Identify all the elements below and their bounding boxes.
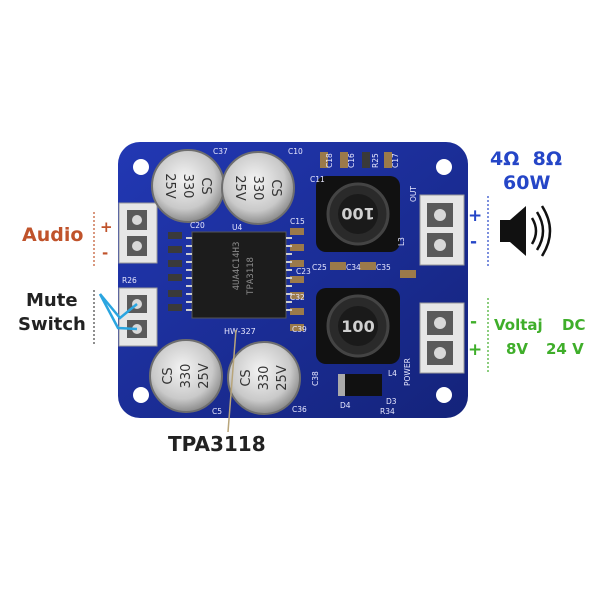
supply-plus-sign: + [468, 340, 483, 360]
silk-c5: C5 [212, 407, 222, 416]
cap-tl-l1: CS [198, 177, 213, 194]
output-minus-sign: - [470, 232, 478, 252]
audio-plus-sign: + [100, 218, 113, 236]
cap-bl-l3: 25V [197, 363, 212, 389]
silk-d3: D3 [386, 397, 397, 406]
silk-c39: C39 [292, 325, 307, 334]
voltage-max-label: 24 V [546, 340, 584, 358]
inductor-top: 100 [316, 176, 400, 252]
dc-label: DC [562, 316, 586, 334]
silk-c37: C37 [213, 147, 228, 156]
mute-label-line1: Mute [26, 290, 78, 311]
cap-br-l3: 25V [275, 365, 290, 391]
cap-br-l2: 330 [257, 366, 272, 391]
inductor-bottom-label: 100 [341, 317, 374, 336]
silk-c15: C15 [290, 217, 305, 226]
cap-br-l1: CS [239, 369, 254, 386]
voltage-min-label: 8V [506, 340, 529, 358]
silk-c36: C36 [292, 405, 307, 414]
silk-u4: U4 [232, 223, 242, 232]
silk-model: HW-327 [224, 327, 256, 336]
ic-marking-2: TPA3118 [246, 257, 256, 295]
silk-out: OUT [409, 186, 418, 202]
silk-c35: C35 [376, 263, 391, 272]
cap-tr-l3: 25V [232, 175, 247, 201]
silk-c11: C11 [310, 175, 325, 184]
output-plus-sign: + [468, 206, 483, 226]
speaker-icon [500, 205, 552, 257]
cap-tl-l2: 330 [180, 174, 195, 199]
cap-tr-l2: 330 [250, 176, 265, 201]
silk-c20: C20 [190, 221, 205, 230]
silk-l4: L4 [388, 369, 397, 378]
audio-minus-sign: - [102, 244, 109, 262]
diode-band [338, 374, 345, 396]
smd-components [168, 152, 416, 331]
power-rating-label: 60W [503, 172, 551, 194]
mute-terminal [118, 287, 158, 347]
silk-c17: C17 [391, 153, 400, 168]
audio-label: Audio [22, 224, 84, 246]
silk-c10: C10 [288, 147, 303, 156]
tpa3118-chip: 4UA4C14H3 TPA3118 [186, 231, 292, 319]
ic-marking-1: 4UA4C14H3 [232, 242, 242, 291]
diode [338, 374, 382, 396]
silk-r26: R26 [122, 276, 137, 285]
silk-c34: C34 [346, 263, 361, 272]
cap-tl-l3: 25V [162, 173, 177, 199]
silk-l3: L3 [397, 237, 406, 246]
capacitor-bottom-right: CS 330 25V [227, 341, 301, 415]
silk-c38: C38 [311, 371, 320, 386]
silk-c32: C32 [290, 293, 305, 302]
power-input-terminal [419, 302, 465, 374]
impedance-label: 4Ω 8Ω [490, 148, 562, 170]
silk-r34: R34 [380, 407, 395, 416]
silk-c25: C25 [312, 263, 327, 272]
capacitor-top-right: CS 330 25V [221, 151, 295, 225]
cap-bl-l2: 330 [179, 364, 194, 389]
inductor-top-label: 100 [341, 204, 374, 223]
silk-c18: C18 [325, 153, 334, 168]
speaker-output-terminal [419, 194, 465, 266]
silk-c23: C23 [296, 267, 311, 276]
capacitor-bottom-left: CS 330 25V [149, 339, 223, 413]
audio-input-terminal [118, 202, 158, 264]
chip-label: TPA3118 [168, 432, 266, 456]
mounting-holes [133, 159, 452, 403]
silk-d4: D4 [340, 401, 351, 410]
silk-power: POWER [403, 358, 412, 386]
mute-wires [98, 293, 138, 331]
mute-label-line2: Switch [18, 314, 86, 335]
voltaj-label: Voltaj [494, 316, 543, 334]
cap-bl-l1: CS [161, 367, 176, 384]
silk-r25: R25 [371, 153, 380, 168]
inductor-bottom: 100 [316, 288, 400, 364]
chip-pointer-line [227, 329, 237, 433]
cap-tr-l1: CS [268, 179, 283, 196]
supply-minus-sign: - [470, 312, 478, 332]
silkscreen: C37 C10 C11 C18 C16 R25 C17 U4 C15 C20 C… [122, 147, 418, 416]
silk-c16: C16 [347, 153, 356, 168]
capacitor-top-left: CS 330 25V [151, 149, 225, 223]
